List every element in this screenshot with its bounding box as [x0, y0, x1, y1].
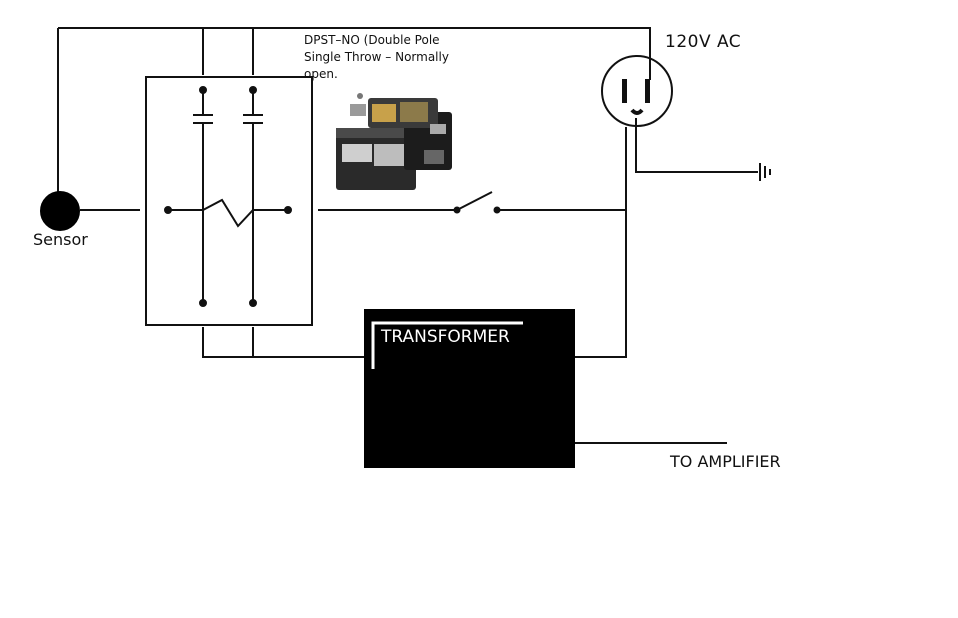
transformer-label: TRANSFORMER — [381, 327, 510, 347]
ground-icon — [759, 163, 771, 181]
transformer-block — [364, 309, 575, 468]
amplifier-output-label: TO AMPLIFIER — [670, 452, 781, 471]
sensor-label: Sensor — [33, 230, 88, 249]
supply-voltage-label: 120V AC — [665, 32, 742, 52]
top-supply-wire — [58, 27, 651, 80]
switch-icon — [453, 191, 501, 214]
relay-coil — [164, 198, 292, 228]
outlet-icon — [601, 55, 673, 127]
transformer-inner-mark — [371, 321, 523, 369]
outlet-feed-wire — [575, 127, 627, 358]
relay-bottom-lead-1 — [202, 327, 365, 358]
relay-enclosure — [145, 76, 313, 326]
sensor-icon — [40, 191, 80, 231]
relay-contacts — [193, 86, 263, 307]
ground-wire — [635, 118, 758, 173]
relay-description-label: DPST–NO (Double Pole Single Throw – Norm… — [304, 33, 449, 81]
relay-photo-icon — [336, 93, 452, 190]
